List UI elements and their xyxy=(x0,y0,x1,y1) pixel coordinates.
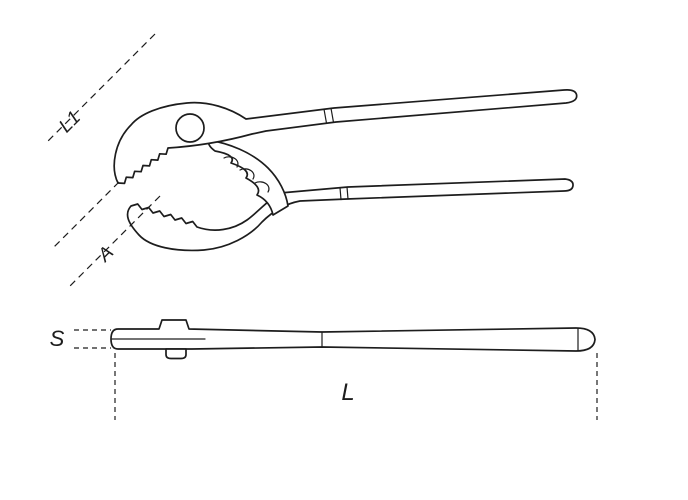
label-jaw-length: L1 xyxy=(55,107,85,137)
grip-seam-line xyxy=(339,187,342,201)
lower-jaw-and-handle xyxy=(126,178,574,252)
label-thickness: S xyxy=(50,326,65,351)
grip-seam-line xyxy=(330,107,335,123)
grip-seam-line xyxy=(323,108,328,124)
label-jaw-opening: A xyxy=(93,242,118,267)
grip-seam-line xyxy=(346,186,349,200)
adjustment-slot-channel xyxy=(207,139,289,216)
dim-line-a xyxy=(69,195,161,287)
pivot-pin xyxy=(175,113,205,143)
dim-line-jaw-tip xyxy=(53,181,120,248)
label-overall-length: L xyxy=(341,379,354,406)
groove-arc xyxy=(239,168,255,180)
pliers-side-view xyxy=(110,319,596,360)
side-profile-outline xyxy=(110,319,596,352)
groove-arc xyxy=(254,181,270,193)
dim-line-l1 xyxy=(46,33,156,143)
pliers-top-view xyxy=(113,89,578,252)
joint-screw-tab xyxy=(165,348,187,360)
dimension-guides-side: S L xyxy=(50,326,598,420)
groove-arc xyxy=(223,156,239,168)
upper-jaw-and-handle xyxy=(113,89,578,185)
